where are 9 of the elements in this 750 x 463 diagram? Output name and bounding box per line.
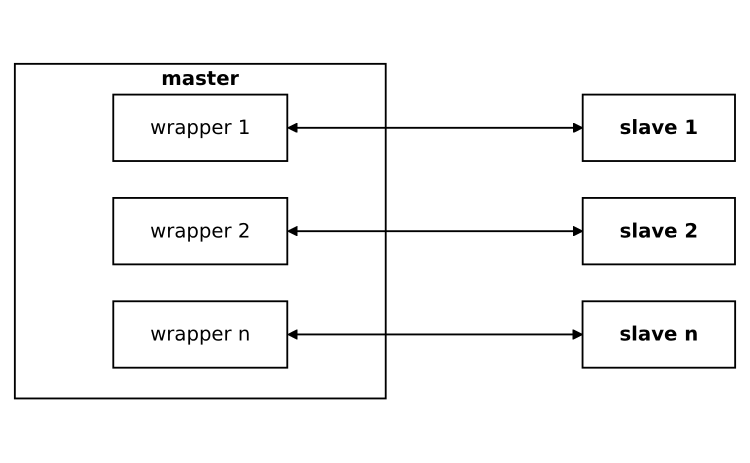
- node-box: wrapper 2: [112, 197, 288, 266]
- node-box: wrapper 1: [112, 94, 288, 162]
- node-box: slave 1: [582, 94, 736, 162]
- arrow: [287, 329, 584, 340]
- node-box: slave 2: [582, 197, 736, 266]
- node-box: slave n: [582, 300, 736, 369]
- node-box: wrapper n: [112, 300, 288, 369]
- arrow: [287, 226, 584, 237]
- arrow: [287, 122, 584, 134]
